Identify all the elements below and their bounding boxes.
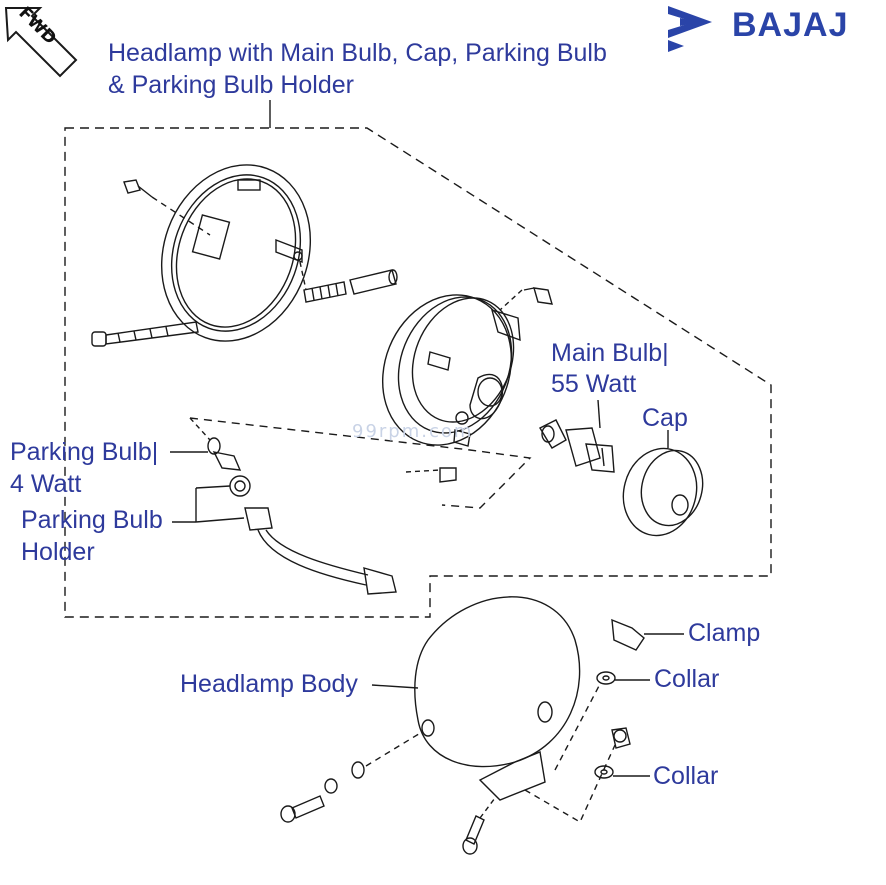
rim-ring — [160, 164, 312, 342]
clamp-part — [611, 618, 684, 651]
label-collar-upper: Collar — [654, 665, 720, 693]
fwd-arrow-icon — [4, 7, 78, 78]
bajaj-logo-icon — [668, 6, 712, 52]
parking-bulb — [170, 437, 242, 471]
headlamp-body-shell — [371, 596, 616, 823]
label-main-bulb-line2: 55 Watt — [551, 370, 637, 398]
label-parking-bulb-line2: 4 Watt — [10, 470, 82, 498]
brand-name: BAJAJ — [732, 6, 849, 44]
clip-bottom — [405, 467, 457, 483]
rim-long-screw — [91, 321, 199, 347]
label-parking-bulb-line1: Parking Bulb| — [10, 438, 159, 466]
assembly-boundary — [64, 127, 772, 618]
body-side-screw — [280, 731, 423, 823]
label-clamp: Clamp — [688, 619, 761, 647]
adjust-spring — [299, 261, 398, 303]
rim-screw-top — [123, 179, 211, 236]
main-bulb — [539, 399, 615, 473]
clip-top — [499, 287, 553, 311]
label-collar-lower: Collar — [653, 762, 719, 790]
label-headlamp-assembly-line1: Headlamp with Main Bulb, Cap, Parking Bu… — [108, 39, 607, 67]
watermark-text: 99rpm.com — [352, 421, 474, 442]
parking-bulb-holder — [172, 475, 397, 595]
label-headlamp-body: Headlamp Body — [180, 670, 358, 698]
reflector-unit — [381, 294, 521, 447]
collar-lower-part — [594, 765, 650, 779]
label-headlamp-assembly-line2: & Parking Bulb Holder — [108, 71, 354, 99]
label-cap: Cap — [642, 404, 688, 432]
nut-part — [611, 727, 631, 749]
rubber-cap — [622, 430, 704, 537]
label-parking-bulb-holder-line2: Holder — [21, 538, 95, 566]
label-parking-bulb-holder-line1: Parking Bulb — [21, 506, 163, 534]
collar-upper-part — [596, 671, 650, 685]
label-main-bulb-line1: Main Bulb| — [551, 339, 669, 367]
parking-bulb-route — [189, 417, 532, 509]
body-bottom-screw — [462, 797, 496, 855]
